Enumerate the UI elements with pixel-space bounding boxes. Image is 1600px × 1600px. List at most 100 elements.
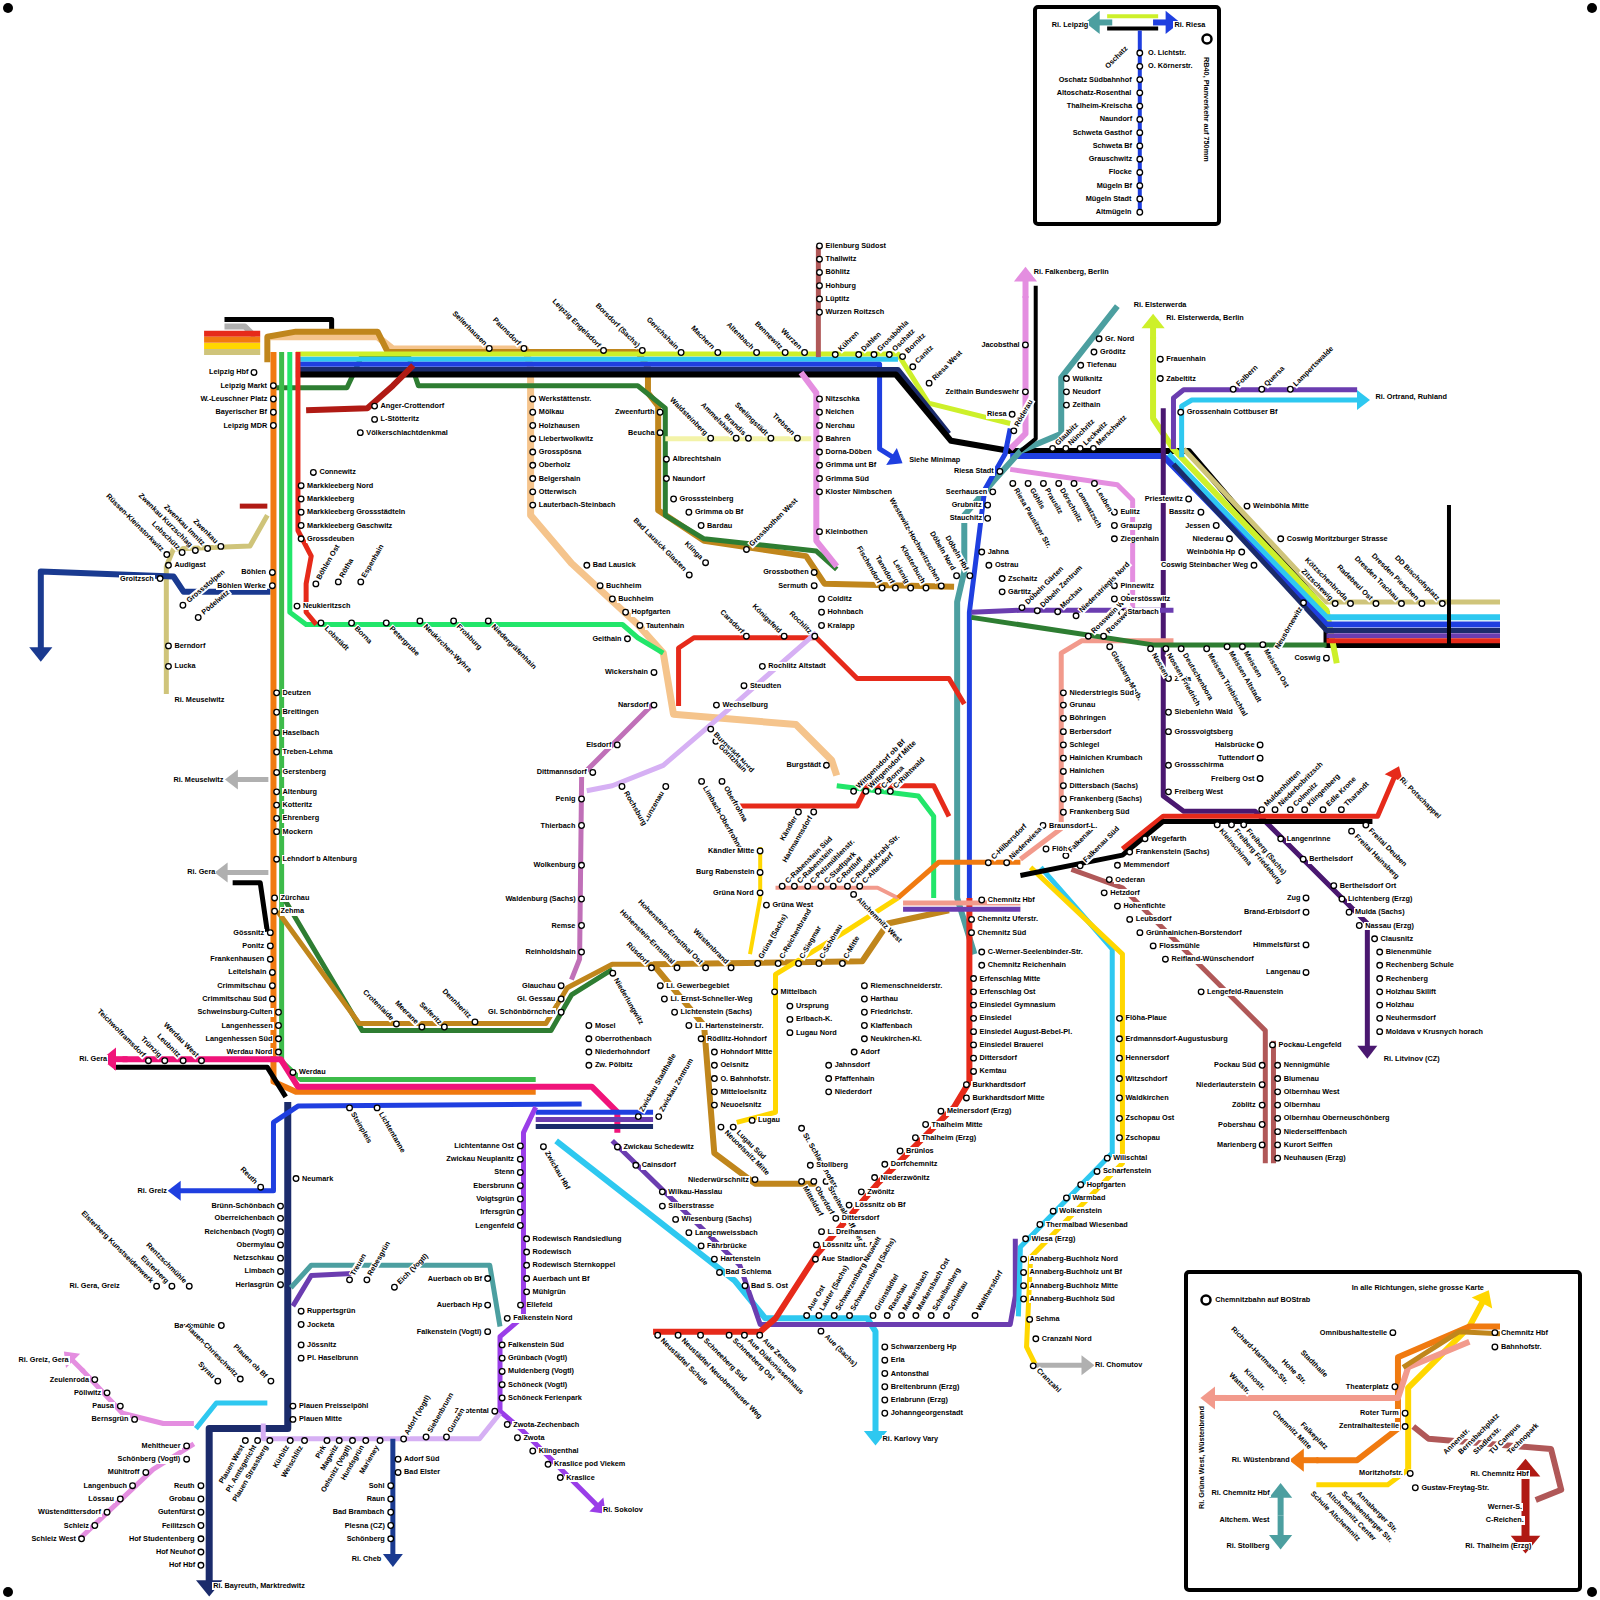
station-label: Fährbrücke [706,1242,748,1250]
station-dot [817,396,823,402]
station-dot [1078,363,1084,369]
station-dot [218,544,224,550]
station-dot [787,1017,793,1023]
station-dot [1166,789,1172,795]
station-dot [1137,156,1143,162]
station-label: Niedergräfenhain [489,622,539,672]
station-dot [781,633,787,639]
station-dot [518,1223,524,1229]
station-dot [664,456,670,462]
station-dot [673,1217,679,1223]
station-dot [817,296,823,302]
station-label: Gröditz [1099,348,1127,356]
station-dot [1213,523,1219,529]
station-dot [971,1029,977,1035]
station-label: Dittmannsdorf [536,768,588,776]
station-dot [1407,1471,1413,1477]
station-dot [251,370,257,376]
rail-line [1020,641,1173,859]
station-label: Neumark [301,1175,334,1183]
station-label: Memmendorf [1122,861,1170,869]
station-label: Plauen Preisselpöhl [298,1402,369,1410]
rail-line [293,1273,352,1306]
station-dot [871,352,877,358]
direction-arrow [29,647,52,662]
station-dot [817,270,823,276]
station-dot [760,664,766,670]
station-dot [712,1076,718,1082]
station-dot [845,883,851,889]
station-dot [882,1384,888,1390]
station-dot [768,435,774,441]
station-dot [637,623,643,629]
station-dot [515,1435,521,1441]
rail-line [267,332,954,587]
rail-line [209,1102,288,1587]
station-label: W.-Leuschner Platz [199,395,268,403]
station-label: Belgershain [538,475,582,483]
station-label: Klingenthal [538,1447,580,1455]
station-dot [1023,389,1029,395]
inset-label: Naundorf [1099,115,1133,123]
station-dot [268,943,274,949]
station-label: Bad Lausick Glasten [630,516,688,574]
station-label: Witzschdorf [1125,1075,1169,1083]
station-dot [1278,536,1284,542]
station-label: Lugau Nord [795,1029,838,1037]
station-dot [154,1283,160,1289]
station-label: Albrechtshain [671,455,722,463]
station-dot [1163,956,1169,962]
station-dot [856,352,862,358]
station-dot [270,570,276,576]
rail-line [1036,1363,1087,1368]
station-label: Olbernhau West [1283,1088,1341,1096]
station-dot [130,1483,136,1489]
inset-label: Bahnhofstr. [1500,1343,1543,1351]
station-label: Kraslice [565,1474,595,1482]
station-dot [757,848,763,854]
station-label: Werdau Nord [226,1048,274,1056]
station-label: Annaberg-Buchholz Mitte [1029,1282,1119,1290]
rail-line [735,786,949,817]
station-dot [524,1236,530,1242]
station-label: Himmelsfürst [1252,941,1301,949]
corner-dot [3,3,13,13]
station-label: Thalheim Mitte [931,1121,984,1129]
station-dot [1061,783,1067,789]
station-label: Langenrinne [1286,835,1332,843]
station-label: Lichtenberg (Erzg) [1347,895,1413,903]
station-dot [1303,909,1309,915]
station-label: Tautenhain [645,622,685,630]
station-dot [755,961,761,967]
station-label: Erla [890,1356,906,1364]
station-dot [872,1175,878,1181]
station-dot [938,583,944,589]
station-label: Einsiedel [979,1014,1013,1022]
station-dot [132,1417,138,1423]
station-dot [524,1276,530,1282]
station-dot [1178,646,1184,652]
rail-line [898,862,1020,898]
station-label: Chemnitz Reichenhain [987,961,1067,969]
station-dot [787,1030,793,1036]
station-dot [486,618,492,624]
station-dot [419,1024,425,1030]
station-label: Grosssteinberg [679,495,735,503]
station-dot [817,529,823,535]
station-dot [985,516,991,522]
station-dot [674,965,680,971]
station-dot [372,403,378,409]
station-label: Riesa [986,410,1007,418]
station-label: Berthelsdorf Ort [1339,882,1397,890]
ring-symbol [1202,1296,1211,1305]
station-label: Zschopau [1125,1134,1161,1142]
station-label: Markkleeberg Nord [306,482,374,490]
inset-label: Oschatz [1103,44,1130,71]
station-label: Grimma ob Bf [694,508,744,516]
station-dot [1178,409,1184,415]
station-label: Ri. Ortrand, Ruhland [1375,393,1448,401]
inset-label: Mügeln Bf [1096,182,1133,190]
station-label: Oberreichenbach [214,1214,276,1222]
station-dot [92,1377,98,1383]
station-label: Bad Elster [403,1468,441,1476]
